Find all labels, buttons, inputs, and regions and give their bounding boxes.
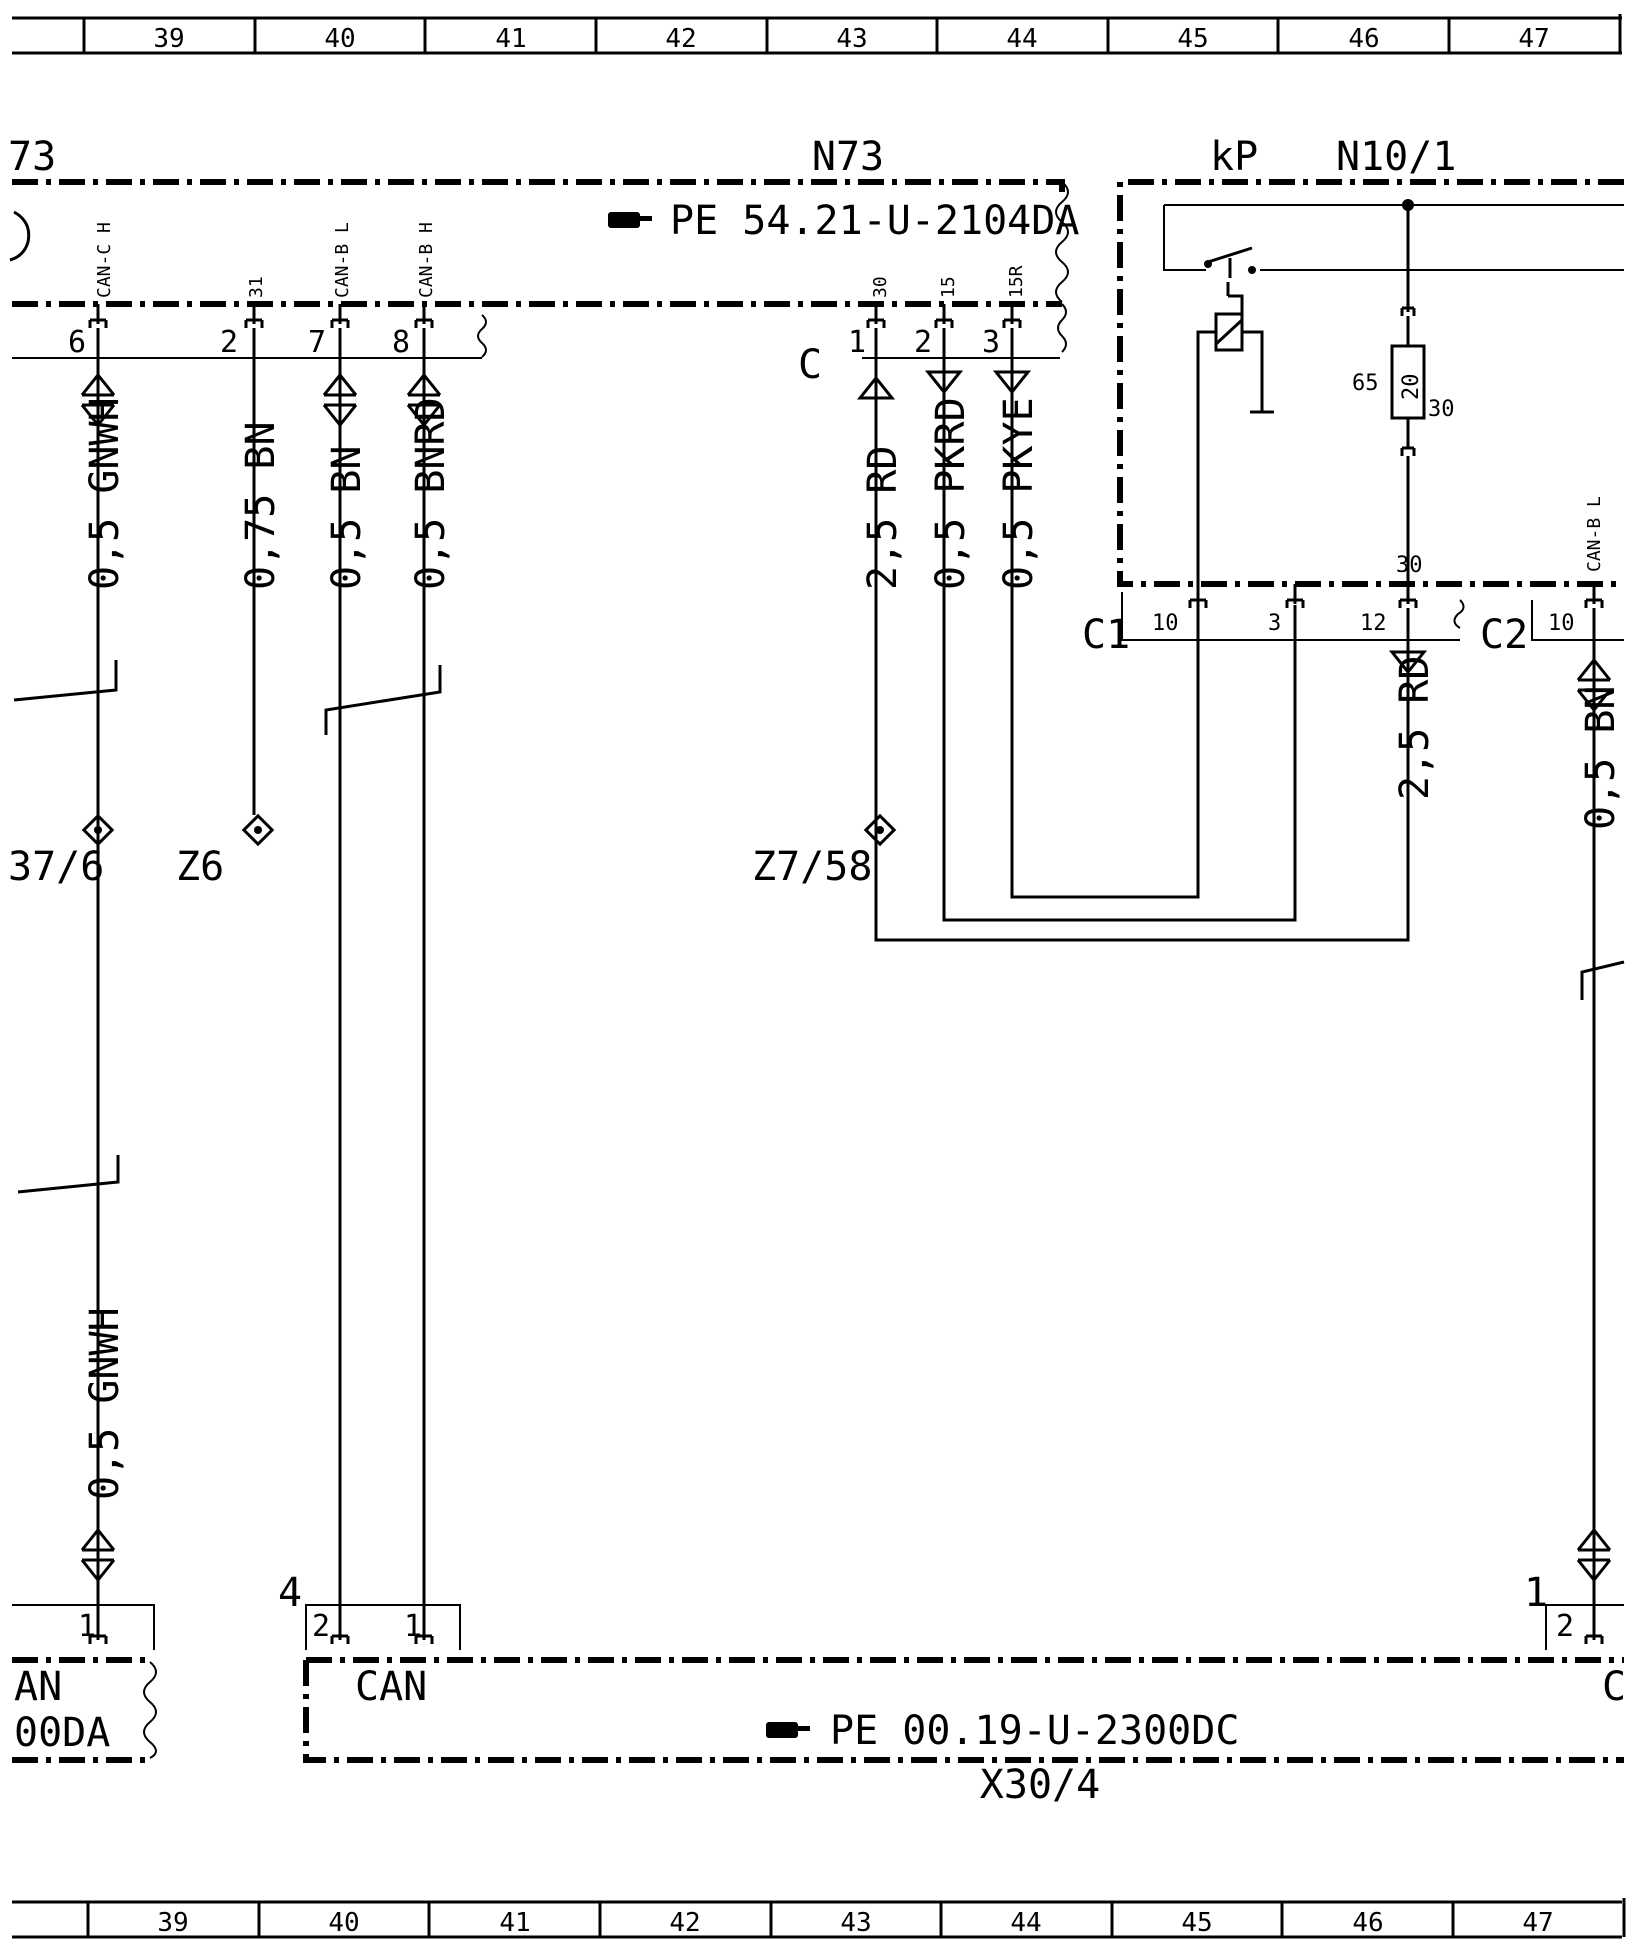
ruler-bottom-col-39: 39: [157, 1908, 188, 1938]
left-partial-label-1: AN: [14, 1664, 62, 1710]
ground-z7-58: Z7/58: [752, 844, 872, 890]
ruler-col-43: 43: [836, 24, 867, 54]
connector-c1: C1: [1082, 612, 1130, 658]
ruler-bottom-col-46: 46: [1352, 1908, 1383, 1938]
ruler-bottom-col-41: 41: [499, 1908, 530, 1938]
ruler-col-45: 45: [1177, 24, 1208, 54]
left-partial-label-2: 00DA: [14, 1710, 110, 1756]
pin-c-3: 3: [982, 325, 1000, 360]
pin-num-6: 6: [68, 325, 86, 360]
c2-pin-10: 10: [1548, 611, 1575, 636]
pointing-hand-icon: [766, 1722, 810, 1738]
ruler-col-47: 47: [1518, 24, 1549, 54]
right-pin-1: 1: [1524, 1570, 1548, 1616]
wire-label-bnrd: 0,5 BNRD: [408, 397, 454, 590]
ground-points: 37/6 Z6 Z7/58: [8, 813, 897, 890]
pin-num-2: 2: [220, 325, 238, 360]
wire-label-bn-05: 0,5 BN: [324, 446, 370, 591]
kp-label: kP: [1210, 134, 1258, 180]
n73-pins: CAN-C H 31 CAN-B L CAN-B H 30 15 15R 6 2…: [68, 222, 1027, 360]
n10-1-label: N10/1: [1336, 134, 1456, 180]
x30-4-can-label: CAN: [355, 1664, 427, 1710]
n73-module: 73 N73 PE 54.21-U-2104DA C: [8, 134, 1079, 388]
ruler-col-44: 44: [1006, 24, 1037, 54]
x30-4-reference: PE 00.19-U-2300DC: [830, 1708, 1239, 1754]
ruler-col-46: 46: [1348, 24, 1379, 54]
n73-label: N73: [812, 134, 884, 180]
pointing-hand-icon: [608, 212, 652, 228]
wire-label-pkye: 0,5 PKYE: [996, 397, 1042, 590]
bottom-ruler: 39 40 41 42 43 44 45 46 47: [12, 1898, 1626, 1939]
wire-label-pkrd: 0,5 PKRD: [928, 397, 974, 590]
wire-label-rd-25-n10: 2,5 RD: [1392, 656, 1438, 801]
right-partial-label: C: [1602, 1664, 1626, 1710]
c1-pin-12: 12: [1360, 611, 1387, 636]
x30-4-pin-4: 4: [278, 1570, 302, 1616]
x30-4-module: CAN PE 00.19-U-2300DC X30/4 4 2 1 1 2 C: [278, 1570, 1626, 1808]
c1-pin-10: 10: [1152, 611, 1179, 636]
ruler-col-39: 39: [153, 24, 184, 54]
ground-37-6: 37/6: [8, 844, 104, 890]
ruler-bottom-col-43: 43: [840, 1908, 871, 1938]
wire-label-gnwh-lower: 0,5 GNWH: [82, 1307, 128, 1500]
pin-can-b-h: CAN-B H: [416, 222, 437, 298]
n73-connector-c: C: [798, 342, 822, 388]
x30-4-pin-1: 1: [404, 1609, 422, 1644]
fuse-number: 20: [1399, 374, 1424, 401]
left-partial-module: 1 AN 00DA: [12, 1604, 157, 1763]
fuse-65: 65: [1352, 371, 1379, 396]
n10-1-module: kP N10/1 20 65 30 30 C1 10 3 12 2,5: [1082, 134, 1625, 1610]
ruler-bottom-col-45: 45: [1181, 1908, 1212, 1938]
ruler-bottom-col-47: 47: [1522, 1908, 1553, 1938]
top-ruler: 39 40 41 42 43 44 45 46 47: [12, 14, 1622, 55]
ruler-bottom-col-44: 44: [1010, 1908, 1041, 1938]
pin-30: 30: [870, 276, 891, 298]
ruler-col-41: 41: [495, 24, 526, 54]
ruler-col-40: 40: [324, 24, 355, 54]
pin-15r: 15R: [1006, 265, 1027, 298]
ruler-col-42: 42: [665, 24, 696, 54]
pin-num-7: 7: [308, 325, 326, 360]
pin-c-2: 2: [914, 325, 932, 360]
pin-num-8: 8: [392, 325, 410, 360]
wire-label-rd-25: 2,5 RD: [860, 446, 906, 591]
right-pin-2: 2: [1556, 1609, 1574, 1644]
connector-c2: C2: [1480, 612, 1528, 658]
left-pin-1: 1: [78, 1609, 96, 1644]
n73-wires: 0,5 GNWH 0,75 BN 0,5 BN 0,5 BNRD 2,5 RD …: [13, 328, 1410, 1610]
c2-can-b-l: CAN-B L: [1584, 496, 1605, 572]
pin-c-1: 1: [848, 325, 866, 360]
fuse-out-30: 30: [1396, 553, 1423, 578]
ground-z6: Z6: [176, 844, 224, 890]
wire-label-bn-075: 0,75 BN: [238, 421, 284, 590]
c1-pin-3: 3: [1268, 611, 1281, 636]
n73-reference: PE 54.21-U-2104DA: [670, 198, 1079, 244]
x30-4-label: X30/4: [980, 1762, 1100, 1808]
ruler-bottom-col-42: 42: [669, 1908, 700, 1938]
wire-label-gnwh-upper: 0,5 GNWH: [82, 397, 128, 590]
pin-can-c-h: CAN-C H: [94, 222, 115, 298]
ruler-bottom-col-40: 40: [328, 1908, 359, 1938]
pin-31: 31: [246, 276, 267, 298]
x30-4-pin-2: 2: [312, 1609, 330, 1644]
pin-15: 15: [938, 276, 959, 298]
fuse-30: 30: [1428, 397, 1455, 422]
n73-partial-label: 73: [8, 134, 56, 180]
pin-can-b-l: CAN-B L: [332, 222, 353, 298]
wire-label-bn-n10: 0,5 BN: [1578, 686, 1624, 831]
